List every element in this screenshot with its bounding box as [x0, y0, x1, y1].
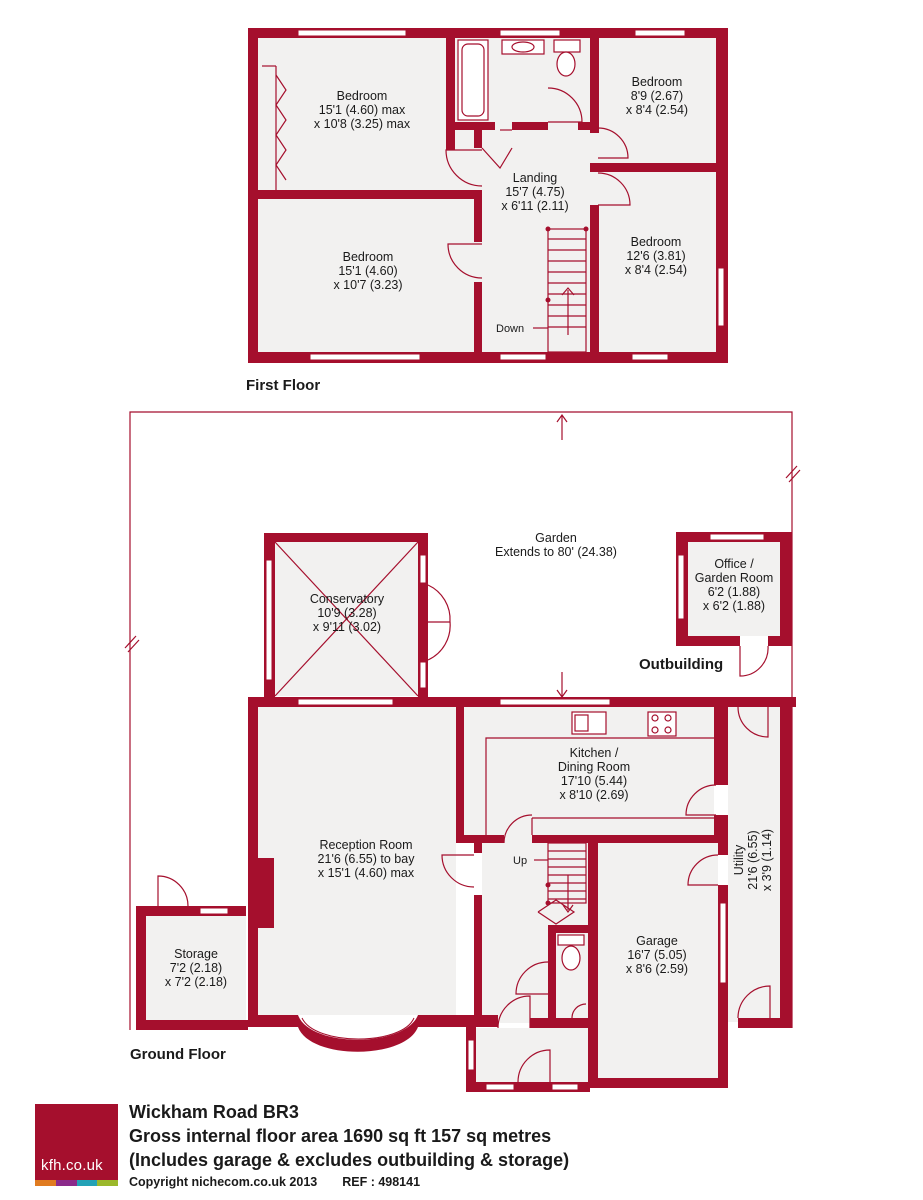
logo-color-stripe	[35, 1180, 118, 1186]
svg-text:x 9'11 (3.02): x 9'11 (3.02)	[313, 620, 381, 634]
svg-text:Utility: Utility	[732, 844, 746, 875]
svg-text:Extends to 80' (24.38): Extends to 80' (24.38)	[495, 545, 617, 559]
ground-floor-plan	[124, 411, 801, 1092]
room-first-bedroom-2: Bedroom 8'9 (2.67) x 8'4 (2.54)	[626, 75, 688, 117]
svg-text:17'10 (5.44): 17'10 (5.44)	[561, 774, 627, 788]
first-floor-plan	[248, 28, 728, 363]
svg-text:x 8'10 (2.69): x 8'10 (2.69)	[559, 788, 628, 802]
footer: kfh.co.uk Wickham Road BR3 Gross interna…	[0, 1098, 923, 1200]
svg-text:Office /: Office /	[714, 557, 754, 571]
property-info: Wickham Road BR3 Gross internal floor ar…	[129, 1100, 569, 1189]
svg-text:Bedroom: Bedroom	[631, 235, 682, 249]
room-first-landing: Landing 15'7 (4.75) x 6'11 (2.11)	[501, 171, 568, 213]
room-conservatory: Conservatory 10'9 (3.28) x 9'11 (3.02)	[310, 592, 385, 634]
room-first-bedroom-3: Bedroom 15'1 (4.60) x 10'7 (3.23)	[333, 250, 402, 292]
svg-text:x 3'9 (1.14): x 3'9 (1.14)	[760, 829, 774, 891]
svg-text:x 10'8 (3.25) max: x 10'8 (3.25) max	[314, 117, 411, 131]
room-first-bedroom-4: Bedroom 12'6 (3.81) x 8'4 (2.54)	[625, 235, 687, 277]
first-floor-title: First Floor	[246, 377, 320, 394]
copyright-line: Copyright nichecom.co.uk 2013 REF : 4981…	[129, 1175, 569, 1189]
room-garden: Garden Extends to 80' (24.38)	[495, 531, 617, 559]
room-first-bedroom-1: Bedroom 15'1 (4.60) max x 10'8 (3.25) ma…	[314, 89, 411, 131]
svg-text:7'2 (2.18): 7'2 (2.18)	[170, 961, 222, 975]
floor-area: Gross internal floor area 1690 sq ft 157…	[129, 1126, 552, 1146]
logo-text: kfh.co.uk	[41, 1157, 103, 1174]
svg-text:6'2 (1.88): 6'2 (1.88)	[708, 585, 760, 599]
svg-text:Bedroom: Bedroom	[343, 250, 394, 264]
svg-text:12'6 (3.81): 12'6 (3.81)	[626, 249, 685, 263]
svg-text:x 6'2 (1.88): x 6'2 (1.88)	[703, 599, 765, 613]
room-garage: Garage 16'7 (5.05) x 8'6 (2.59)	[626, 934, 688, 976]
room-office-garden-room: Office / Garden Room 6'2 (1.88) x 6'2 (1…	[695, 557, 774, 613]
svg-text:15'7 (4.75): 15'7 (4.75)	[505, 185, 564, 199]
stairs-up-label: Up	[513, 855, 527, 867]
svg-text:Reception Room: Reception Room	[319, 838, 412, 852]
svg-text:Garden Room: Garden Room	[695, 571, 774, 585]
svg-text:15'1 (4.60) max: 15'1 (4.60) max	[319, 103, 406, 117]
svg-text:x 8'6 (2.59): x 8'6 (2.59)	[626, 962, 688, 976]
svg-text:8'9 (2.67): 8'9 (2.67)	[631, 89, 683, 103]
ground-floor-title: Ground Floor	[130, 1046, 226, 1063]
svg-text:Dining Room: Dining Room	[558, 760, 630, 774]
svg-text:15'1 (4.60): 15'1 (4.60)	[338, 264, 397, 278]
svg-text:21'6 (6.55) to bay: 21'6 (6.55) to bay	[318, 852, 416, 866]
room-utility: Utility 21'6 (6.55) x 3'9 (1.14)	[732, 829, 774, 891]
svg-text:Garage: Garage	[636, 934, 678, 948]
stairs-down-label: Down	[496, 323, 524, 335]
area-note: (Includes garage & excludes outbuilding …	[129, 1150, 570, 1170]
svg-text:Storage: Storage	[174, 947, 218, 961]
svg-text:10'9 (3.28): 10'9 (3.28)	[317, 606, 376, 620]
room-storage: Storage 7'2 (2.18) x 7'2 (2.18)	[165, 947, 227, 989]
svg-text:x 10'7 (3.23): x 10'7 (3.23)	[333, 278, 402, 292]
svg-text:16'7 (5.05): 16'7 (5.05)	[627, 948, 686, 962]
reference-number: REF : 498141	[342, 1175, 421, 1189]
copyright-text: Copyright nichecom.co.uk 2013	[129, 1175, 318, 1189]
svg-text:x 6'11 (2.11): x 6'11 (2.11)	[501, 199, 568, 213]
svg-text:Garden: Garden	[535, 531, 577, 545]
property-address: Wickham Road BR3	[129, 1102, 299, 1122]
svg-text:Bedroom: Bedroom	[337, 89, 388, 103]
svg-text:x 7'2 (2.18): x 7'2 (2.18)	[165, 975, 227, 989]
svg-text:x 15'1 (4.60) max: x 15'1 (4.60) max	[318, 866, 415, 880]
svg-text:21'6 (6.55): 21'6 (6.55)	[746, 830, 760, 889]
outbuilding-label: Outbuilding	[639, 656, 723, 673]
svg-text:Landing: Landing	[513, 171, 558, 185]
room-reception: Reception Room 21'6 (6.55) to bay x 15'1…	[318, 838, 416, 880]
kfh-logo: kfh.co.uk	[35, 1104, 118, 1186]
svg-text:x 8'4 (2.54): x 8'4 (2.54)	[626, 103, 688, 117]
svg-text:Kitchen /: Kitchen /	[570, 746, 619, 760]
svg-text:Conservatory: Conservatory	[310, 592, 385, 606]
svg-text:Bedroom: Bedroom	[632, 75, 683, 89]
room-kitchen-dining: Kitchen / Dining Room 17'10 (5.44) x 8'1…	[558, 746, 630, 802]
svg-text:x 8'4 (2.54): x 8'4 (2.54)	[625, 263, 687, 277]
